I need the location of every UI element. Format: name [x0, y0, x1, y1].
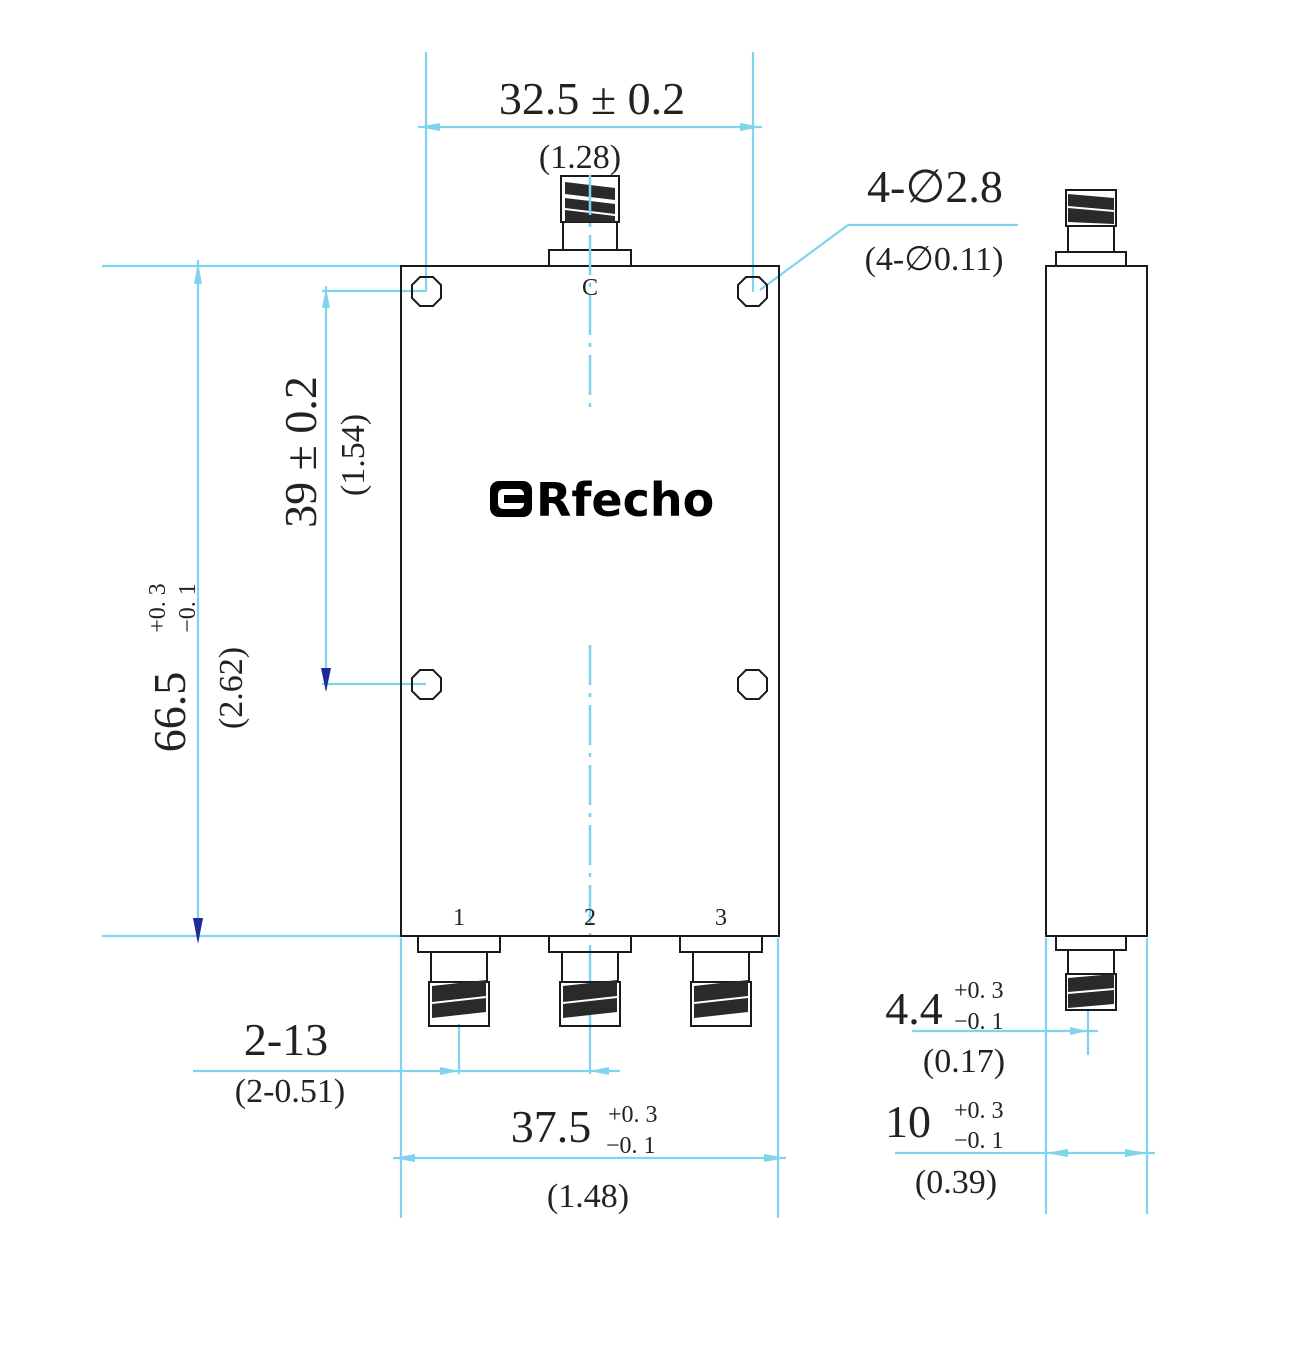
port-label-2: 2 — [584, 905, 596, 931]
port-pitch-label: 2-13 — [244, 1014, 328, 1065]
hole-spacing-inch-label: (1.54) — [335, 414, 372, 496]
hole-spec-inch-label: (4-∅0.11) — [865, 241, 1004, 278]
bottom-connectors — [417, 935, 763, 1027]
port-pitch-inch-label: (2-0.51) — [235, 1073, 345, 1110]
depth-tol-minus: −0. 1 — [954, 1128, 1004, 1154]
depth-tol-plus: +0. 3 — [954, 1098, 1004, 1124]
depth-inch-label: (0.39) — [915, 1164, 997, 1201]
offset-tol-minus: −0. 1 — [954, 1009, 1004, 1035]
bottom-width-inch-label: (1.48) — [547, 1178, 629, 1215]
height-label: 66.5 — [144, 672, 195, 753]
height-tol-minus: −0. 1 — [175, 583, 201, 633]
front-view — [400, 175, 780, 1030]
offset-tol-plus: +0. 3 — [954, 978, 1004, 1004]
bottom-width-tol-minus: −0. 1 — [606, 1133, 656, 1159]
bottom-width-label: 37.5 — [511, 1101, 592, 1152]
mounting-holes — [411, 276, 768, 700]
side-view — [1045, 189, 1148, 1011]
dimension-lines — [102, 52, 1155, 1218]
brand-logo: Rfecho — [490, 473, 714, 527]
port-label-1: 1 — [453, 905, 465, 931]
offset-inch-label: (0.17) — [923, 1043, 1005, 1080]
bottom-width-tol-plus: +0. 3 — [608, 1102, 658, 1128]
depth-label: 10 — [885, 1096, 931, 1147]
top-width-inch-label: (1.28) — [539, 139, 621, 176]
port-label-common: C — [582, 275, 598, 301]
hole-spacing-label: 39 ± 0.2 — [275, 376, 326, 528]
brand-name: Rfecho — [536, 473, 714, 527]
arrowheads — [193, 123, 1147, 1162]
height-tol-plus: +0. 3 — [145, 583, 171, 633]
top-width-label: 32.5 ± 0.2 — [499, 73, 685, 124]
port-label-3: 3 — [715, 905, 727, 931]
height-inch-label: (2.62) — [213, 647, 250, 729]
hole-spec-label: 4-∅2.8 — [867, 161, 1003, 212]
offset-label: 4.4 — [885, 983, 943, 1034]
